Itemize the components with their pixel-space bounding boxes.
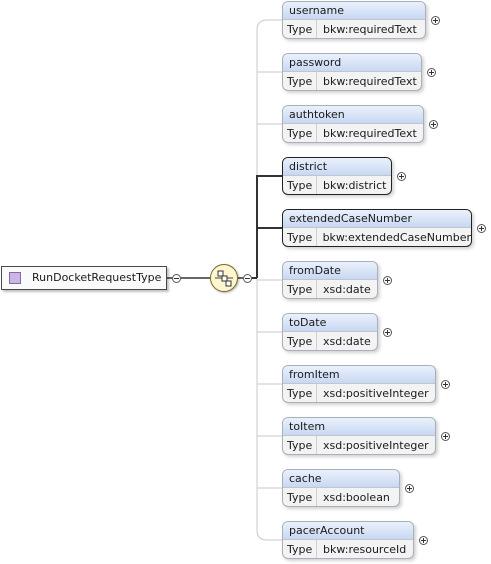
type-label: Type [283, 280, 317, 298]
type-value: bkw:resourceId [323, 543, 407, 556]
type-label: Type [283, 20, 317, 38]
type-row: Type bkw:requiredText [283, 72, 421, 90]
complex-type-icon [9, 272, 21, 284]
expand-toggle-password[interactable] [427, 68, 436, 77]
type-row: Type bkw:requiredText [283, 124, 423, 142]
element-name: password [283, 54, 421, 72]
expand-toggle-district[interactable] [397, 172, 406, 181]
type-row: Type xsd:date [283, 280, 377, 298]
type-label: Type [283, 488, 317, 506]
element-name: toDate [283, 314, 377, 332]
element-name: toItem [283, 418, 435, 436]
type-value: bkw:requiredText [323, 23, 417, 36]
expand-toggle-fromDate[interactable] [383, 276, 392, 285]
expand-toggle-fromItem[interactable] [441, 380, 450, 389]
type-value: xsd:positiveInteger [323, 387, 429, 400]
expand-toggle-pacerAccount[interactable] [419, 536, 428, 545]
type-row: Type xsd:boolean [283, 488, 399, 506]
type-label: Type [283, 540, 317, 558]
type-row: Type xsd:positiveInteger [283, 384, 435, 402]
element-name: authtoken [283, 106, 423, 124]
type-row: Type bkw:district [283, 176, 391, 194]
type-value: xsd:date [323, 335, 371, 348]
root-type-box[interactable]: RunDocketRequestType [1, 266, 167, 290]
expand-toggle-cache[interactable] [405, 484, 414, 493]
element-name: cache [283, 470, 399, 488]
type-label: Type [283, 72, 317, 90]
type-label: Type [283, 176, 317, 194]
type-row: Type xsd:date [283, 332, 377, 350]
type-label: Type [283, 436, 317, 454]
sequence-collapse-toggle[interactable] [243, 274, 252, 283]
type-value: bkw:extendedCaseNumber [322, 231, 471, 244]
type-label: Type [283, 384, 317, 402]
type-row: Type bkw:resourceId [283, 540, 413, 558]
element-name: district [283, 158, 391, 176]
type-value: bkw:district [323, 179, 387, 192]
expand-toggle-authtoken[interactable] [429, 120, 438, 129]
root-collapse-toggle[interactable] [172, 274, 181, 283]
type-label: Type [283, 228, 317, 246]
element-name: extendedCaseNumber [283, 210, 471, 228]
type-row: Type bkw:extendedCaseNumber [283, 228, 471, 246]
expand-toggle-toDate[interactable] [383, 328, 392, 337]
type-value: bkw:requiredText [323, 127, 417, 140]
type-label: Type [283, 124, 317, 142]
sequence-compositor[interactable] [210, 264, 238, 292]
element-name: username [283, 2, 425, 20]
element-name: fromItem [283, 366, 435, 384]
expand-toggle-extendedCaseNumber[interactable] [477, 224, 486, 233]
sequence-icon [215, 270, 233, 287]
type-value: xsd:positiveInteger [323, 439, 429, 452]
type-value: xsd:boolean [323, 491, 390, 504]
expand-toggle-username[interactable] [431, 16, 440, 25]
type-value: bkw:requiredText [323, 75, 417, 88]
element-name: pacerAccount [283, 522, 413, 540]
element-name: fromDate [283, 262, 377, 280]
type-row: Type xsd:positiveInteger [283, 436, 435, 454]
type-value: xsd:date [323, 283, 371, 296]
type-row: Type bkw:requiredText [283, 20, 425, 38]
expand-toggle-toItem[interactable] [441, 432, 450, 441]
root-type-name: RunDocketRequestType [32, 271, 162, 284]
type-label: Type [283, 332, 317, 350]
